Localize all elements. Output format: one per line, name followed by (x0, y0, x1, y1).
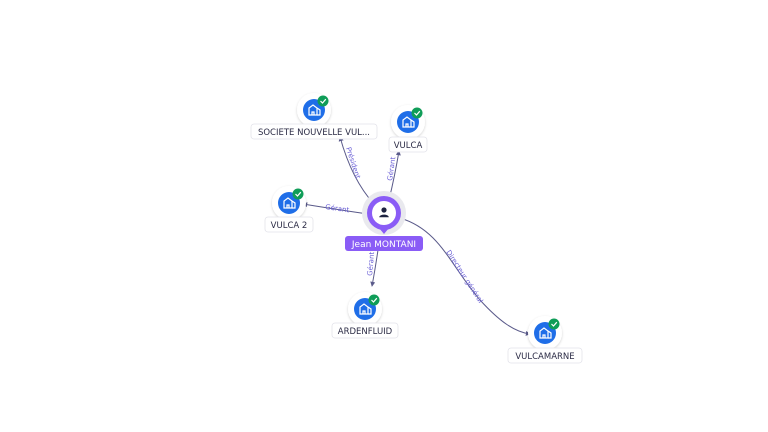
check-icon (371, 297, 378, 303)
edge-label-gerant-vulca: Gérant (386, 156, 397, 181)
company-node-vulcamarne[interactable]: VULCAMARNE (507, 316, 583, 364)
building-icon (283, 197, 296, 209)
company-label: VULCA (394, 141, 423, 151)
building-icon (308, 104, 321, 116)
building-icon (539, 327, 552, 339)
check-icon (414, 110, 421, 116)
company-node-societe-nouvelle[interactable]: SOCIETE NOUVELLE VUL... (250, 93, 378, 140)
company-label: ARDENFLUID (338, 327, 393, 337)
company-node-vulca2[interactable]: VULCA 2 (264, 186, 314, 233)
building-icon (402, 116, 415, 128)
edge-label-gerant-vulca2: Gérant (325, 203, 350, 214)
company-label: SOCIETE NOUVELLE VUL... (258, 128, 370, 138)
check-icon (295, 191, 302, 197)
person-icon (379, 207, 389, 218)
person-label: Jean MONTANI (351, 240, 416, 250)
verified-badge (317, 95, 329, 107)
edge-directeur-general[interactable]: Directeur général (399, 217, 531, 336)
verified-badge (411, 107, 423, 119)
edge-label-president: Président (344, 146, 362, 180)
company-label: VULCA 2 (271, 221, 308, 231)
company-label: VULCAMARNE (515, 352, 574, 362)
edges: Président Gérant Gérant Gérant Directeur… (302, 136, 531, 336)
edge-label-directeur-general: Directeur général (444, 249, 484, 305)
company-node-vulca[interactable]: VULCA (388, 105, 428, 153)
edge-gerant-ardenfluid[interactable]: Gérant (366, 249, 379, 287)
building-icon (359, 303, 372, 315)
check-icon (551, 321, 558, 327)
verified-badge (368, 294, 380, 306)
company-node-ardenfluid[interactable]: ARDENFLUID (331, 292, 399, 339)
edge-label-gerant-ardenfluid: Gérant (366, 251, 376, 276)
edge-gerant-vulca2[interactable]: Gérant (302, 202, 369, 215)
person-node-center[interactable]: Jean MONTANI (345, 191, 423, 251)
verified-badge (548, 318, 560, 330)
check-icon (320, 98, 327, 104)
edge-president[interactable]: Président (338, 136, 375, 205)
verified-badge (292, 188, 304, 200)
